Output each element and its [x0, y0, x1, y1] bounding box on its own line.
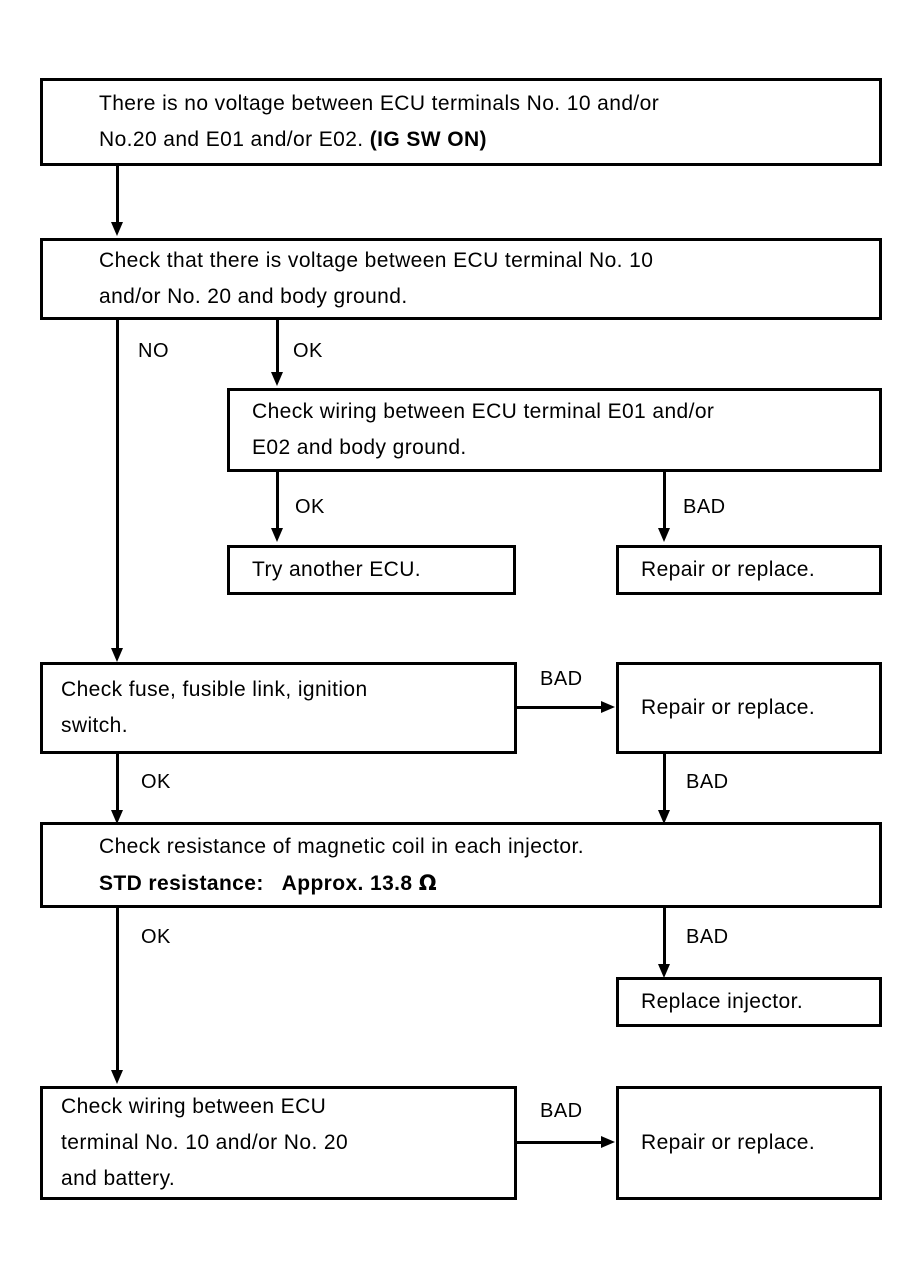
edge-no-line — [116, 320, 119, 652]
edge-bad-n6-n7-arrowhead — [601, 701, 615, 713]
edge-ok-n6-n8-arrowhead — [111, 810, 123, 824]
edge-label-bad-n8-n9: BAD — [686, 926, 729, 948]
edge-bad-n7-n8-line — [663, 754, 666, 814]
edge-bad-n8-n9-arrowhead — [658, 964, 670, 978]
node-check-wiring-battery: Check wiring between ECU terminal No. 10… — [40, 1086, 517, 1200]
edge-label-bad-n10-n11: BAD — [540, 1100, 583, 1122]
node-check-injector-resistance: Check resistance of magnetic coil in eac… — [40, 822, 882, 908]
edge-bad-n7-n8-arrowhead — [658, 810, 670, 824]
edge-n1-n2-arrowhead — [111, 222, 123, 236]
node-repair-or-replace-battery-line-1: Repair or replace. — [641, 1131, 816, 1154]
ohm-symbol: Ω — [418, 870, 437, 895]
node-problem-statement-line-2: No.20 and E01 and/or E02. (IG SW ON) — [43, 122, 879, 158]
node-repair-or-replace-ground-line-1: Repair or replace. — [641, 558, 816, 581]
edge-ok-n8-n10-line — [116, 908, 119, 1074]
node-std-resistance-line: STD resistance: Approx. 13.8 Ω — [43, 865, 879, 902]
node-check-wiring-battery-line-3: and battery. — [61, 1167, 176, 1190]
edge-label-ok-n2-n3: OK — [293, 340, 323, 362]
node-check-voltage-body-ground: Check that there is voltage between ECU … — [40, 238, 882, 320]
edge-n1-n2-line — [116, 166, 119, 228]
edge-label-bad-n3-n5: BAD — [683, 496, 726, 518]
edge-ok-n6-n8-line — [116, 754, 119, 814]
node-repair-or-replace-fuse: Repair or replace. — [616, 662, 882, 754]
edge-label-ok-n8-n10: OK — [141, 926, 171, 948]
node-check-wiring-battery-line-2: terminal No. 10 and/or No. 20 — [61, 1131, 349, 1154]
edge-ok-n2-n3-arrowhead — [271, 372, 283, 386]
node-try-another-ecu-line-1: Try another ECU. — [252, 558, 422, 581]
node-check-fuse-line-1: Check fuse, fusible link, ignition — [61, 678, 368, 701]
node-try-another-ecu: Try another ECU. — [227, 545, 516, 595]
edge-ok-n3-n4-arrowhead — [271, 528, 283, 542]
node-check-wiring-e01-line-2: E02 and body ground. — [252, 436, 467, 459]
edge-bad-n10-n11-line — [517, 1141, 603, 1144]
edge-label-ok-n3-n4: OK — [295, 496, 325, 518]
node-check-wiring-battery-line-1: Check wiring between ECU — [61, 1095, 327, 1118]
node-repair-or-replace-fuse-line-1: Repair or replace. — [641, 696, 816, 719]
edge-label-ok-n6-n8: OK — [141, 771, 171, 793]
edge-ok-n2-n3-line — [276, 320, 279, 378]
edge-bad-n3-n5-arrowhead — [658, 528, 670, 542]
node-check-voltage-line-2: and/or No. 20 and body ground. — [99, 285, 408, 308]
edge-label-no: NO — [138, 340, 169, 362]
edge-bad-n3-n5-line — [663, 472, 666, 532]
node-replace-injector-line-1: Replace injector. — [641, 990, 804, 1013]
edge-ok-n3-n4-line — [276, 472, 279, 532]
node-replace-injector: Replace injector. — [616, 977, 882, 1027]
node-check-voltage-line-1: Check that there is voltage between ECU … — [99, 249, 654, 272]
node-check-wiring-e01-e02: Check wiring between ECU terminal E01 an… — [227, 388, 882, 472]
std-resistance-text: STD resistance: Approx. 13.8 — [99, 871, 419, 895]
node-check-injector-resistance-line-1: Check resistance of magnetic coil in eac… — [99, 834, 584, 858]
edge-label-bad-n6-n7: BAD — [540, 668, 583, 690]
edge-bad-n6-n7-line — [517, 706, 603, 709]
node-problem-statement-line-1: There is no voltage between ECU terminal… — [99, 92, 660, 115]
node-problem-statement-line-2-text: No.20 and E01 and/or E02. — [99, 128, 370, 151]
edge-no-arrowhead — [111, 648, 123, 662]
node-check-fuse-fusible-link: Check fuse, fusible link, ignition switc… — [40, 662, 517, 754]
ig-sw-on-label: (IG SW ON) — [369, 128, 487, 151]
edge-ok-n8-n10-arrowhead — [111, 1070, 123, 1084]
node-problem-statement: There is no voltage between ECU terminal… — [40, 78, 882, 166]
edge-bad-n10-n11-arrowhead — [601, 1136, 615, 1148]
node-check-wiring-e01-line-1: Check wiring between ECU terminal E01 an… — [252, 400, 715, 423]
node-repair-or-replace-ground: Repair or replace. — [616, 545, 882, 595]
node-repair-or-replace-battery: Repair or replace. — [616, 1086, 882, 1200]
node-check-fuse-line-2: switch. — [61, 714, 128, 737]
edge-label-bad-n7-n8: BAD — [686, 771, 729, 793]
edge-bad-n8-n9-line — [663, 908, 666, 968]
